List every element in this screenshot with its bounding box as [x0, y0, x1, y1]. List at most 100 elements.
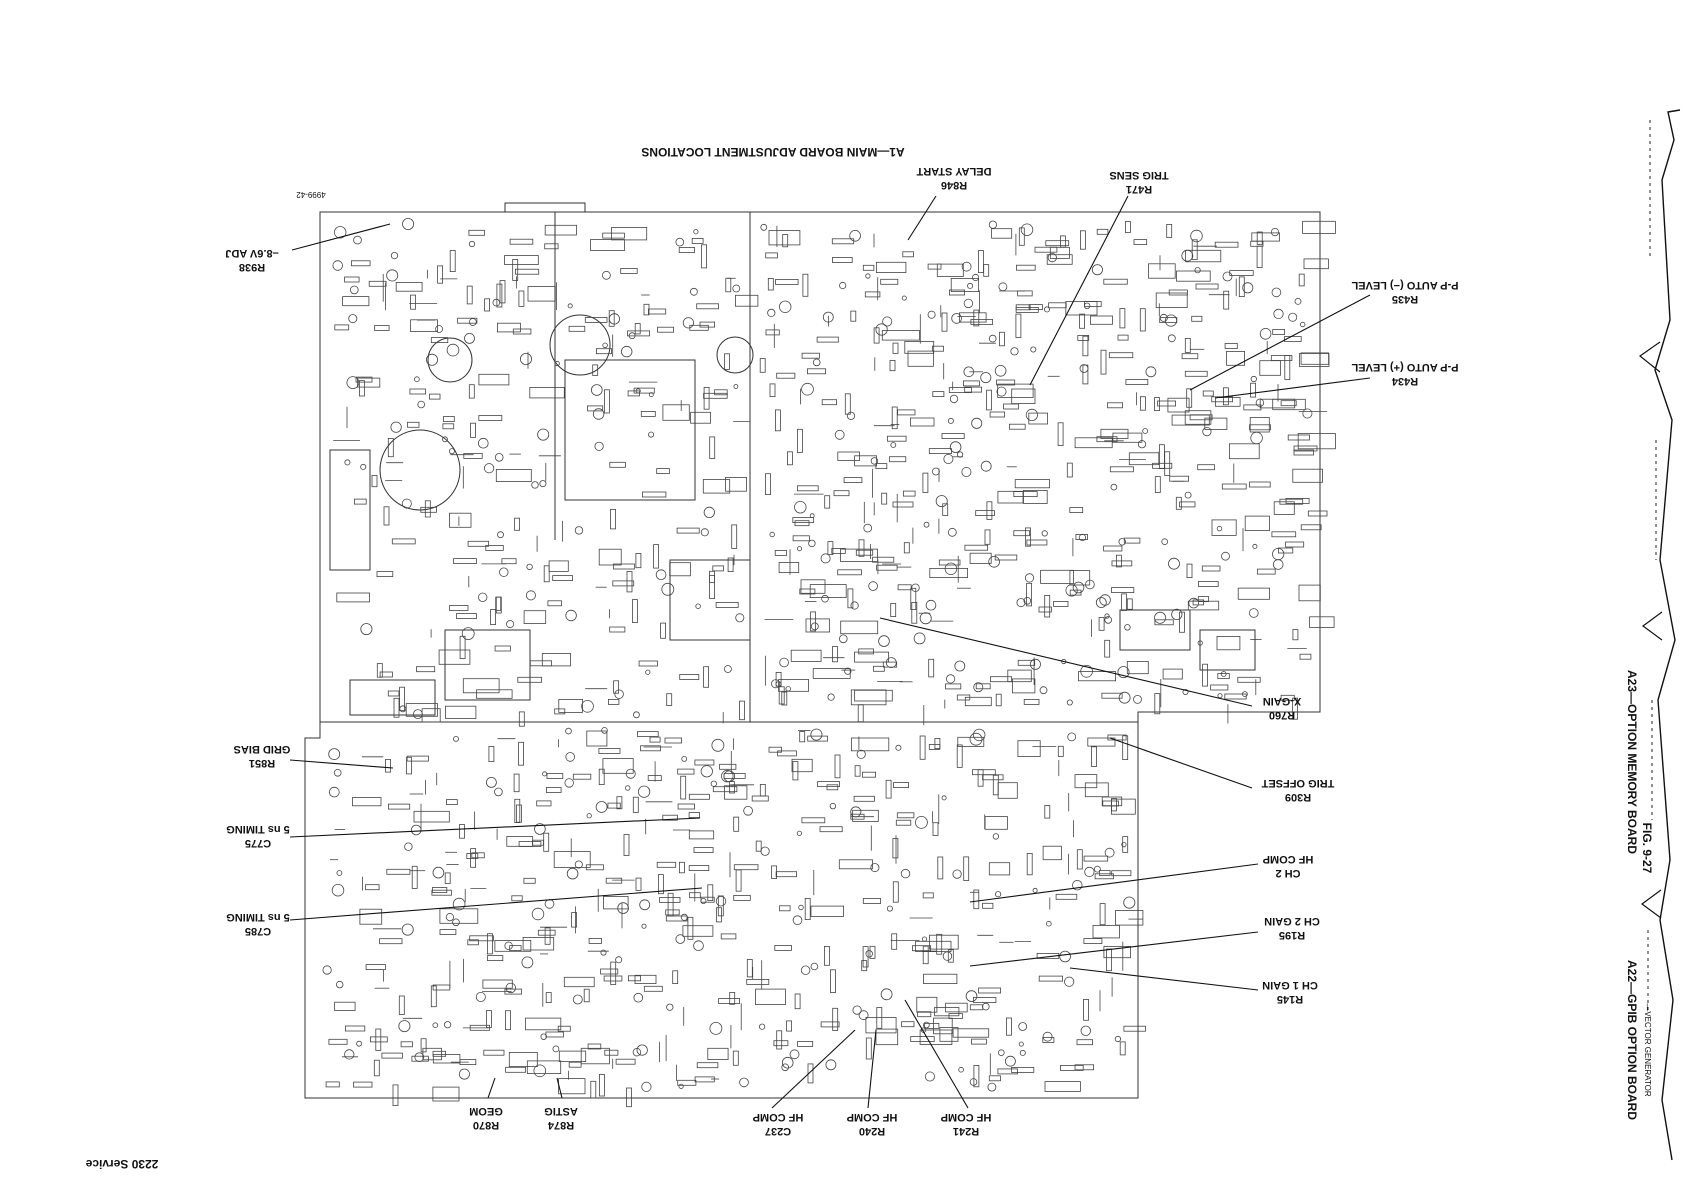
resistor: [381, 1052, 403, 1059]
component-block: [349, 679, 436, 716]
solder-pad: [1118, 691, 1131, 704]
resistor: [723, 773, 746, 779]
resistor: [420, 506, 437, 513]
solder-pad: [789, 1049, 800, 1060]
ic-chip: [586, 730, 608, 747]
resistor: [509, 945, 522, 951]
resistor: [603, 975, 623, 982]
resistor: [505, 1010, 511, 1031]
solder-pad: [1046, 920, 1052, 927]
resistor: [751, 795, 769, 802]
ic-chip: [482, 979, 513, 989]
connector-tab: [504, 202, 586, 212]
ic-chip: [1204, 417, 1228, 430]
ic-chip: [359, 908, 383, 925]
resistor: [850, 813, 865, 820]
solder-pad: [1202, 426, 1212, 437]
solder-pad: [346, 376, 360, 390]
ic-chip: [462, 678, 500, 694]
resistor: [941, 433, 965, 440]
solder-pad: [700, 765, 713, 778]
resistor: [1099, 870, 1111, 876]
label-r241: R241 HF COMP: [941, 1111, 992, 1137]
resistor: [873, 665, 885, 672]
resistor: [1181, 353, 1199, 360]
solder-pad: [792, 915, 803, 925]
solder-pad: [996, 386, 1007, 397]
label-r471-desc: TRIG SENS: [1109, 169, 1168, 181]
solder-pad: [348, 314, 358, 324]
solder-pad: [533, 1064, 547, 1078]
resistor: [499, 280, 506, 304]
label-r870-desc: GEOM: [469, 1105, 503, 1117]
resistor: [368, 280, 387, 287]
resistor: [847, 588, 854, 609]
resistor: [376, 663, 383, 678]
resistor: [1066, 462, 1073, 478]
resistor: [1123, 1025, 1146, 1032]
ic-chip: [444, 705, 477, 719]
ic-chip: [541, 653, 571, 667]
solder-pad: [829, 802, 837, 810]
resistor: [928, 448, 952, 455]
solder-pad: [1066, 699, 1073, 706]
resistor: [1256, 245, 1263, 269]
solder-pad: [1064, 976, 1075, 987]
resistor: [632, 796, 639, 813]
solder-pad: [724, 665, 732, 673]
solder-pad: [614, 689, 624, 699]
ic-chip: [854, 455, 877, 467]
trimmer-pot: [379, 429, 461, 511]
resistor: [626, 1087, 632, 1108]
solder-pad: [1024, 573, 1035, 583]
ic-chip: [778, 679, 809, 692]
resistor: [880, 278, 899, 285]
component-layer: [322, 217, 1336, 1108]
resistor: [1076, 849, 1083, 870]
resistor: [416, 666, 436, 673]
resistor: [885, 779, 892, 799]
resistor: [709, 570, 715, 583]
solder-pad: [328, 748, 341, 760]
resistor: [1016, 264, 1036, 271]
resistor: [543, 832, 550, 852]
solder-pad: [1217, 693, 1223, 699]
side-label-memory: A23—OPTION MEMORY BOARD: [1625, 670, 1639, 854]
resistor: [810, 611, 816, 632]
leader-r145: [1069, 967, 1259, 991]
ic-chip: [634, 974, 657, 984]
ic-chip: [1300, 352, 1329, 365]
resistor: [453, 558, 477, 564]
resistor: [393, 697, 400, 718]
ic-chip: [854, 651, 889, 663]
ic-chip: [508, 1052, 538, 1068]
resistor: [602, 232, 625, 239]
ic-chip: [778, 562, 800, 574]
resistor: [1217, 673, 1230, 679]
ic-chip: [1092, 925, 1120, 939]
resistor: [948, 387, 972, 394]
solder-pad: [849, 230, 861, 242]
ic-chip: [432, 1086, 460, 1102]
solder-pad: [994, 364, 1007, 377]
resistor: [1270, 355, 1293, 361]
ic-chip: [496, 322, 521, 333]
solder-pad: [432, 866, 445, 879]
solder-pad: [1044, 306, 1051, 313]
solder-pad: [655, 569, 667, 580]
resistor: [699, 321, 716, 328]
ic-chip: [1112, 432, 1143, 443]
solder-pad: [1188, 597, 1199, 609]
ic-chip: [558, 1050, 587, 1062]
solder-pad: [615, 956, 623, 964]
ic-chip: [768, 230, 801, 246]
resistor: [374, 325, 390, 331]
solder-pad: [885, 657, 897, 668]
leader-c785: [289, 887, 703, 921]
solder-pad: [497, 531, 504, 539]
resistor: [853, 795, 875, 802]
label-r145-desc: CH 1 GAIN: [1262, 979, 1318, 991]
resistor: [483, 1049, 505, 1056]
resistor: [518, 290, 525, 307]
